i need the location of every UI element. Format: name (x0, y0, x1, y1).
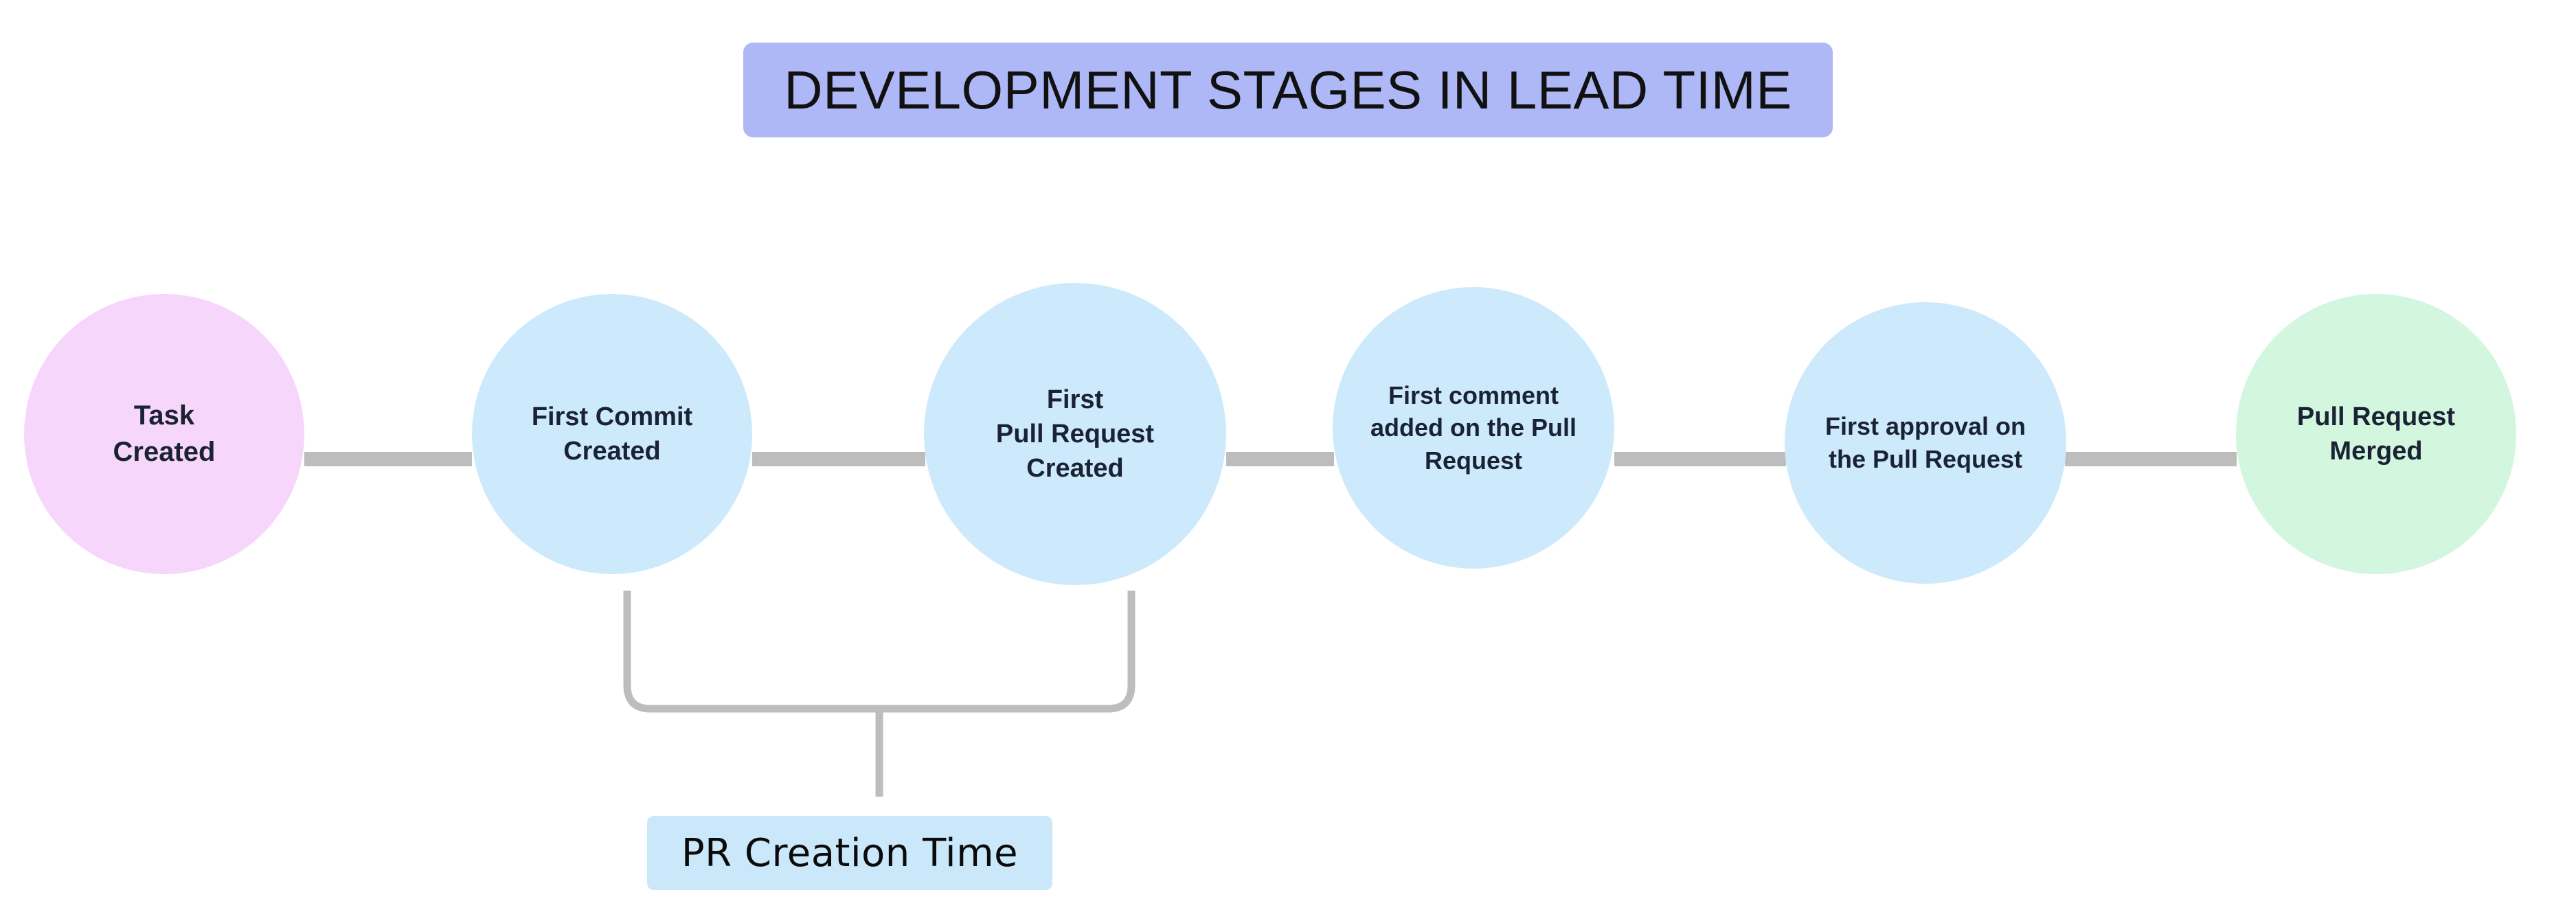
node-first-comment-added[interactable]: First comment added on the Pull Request (1333, 287, 1614, 569)
annotation-bracket (623, 591, 1136, 797)
connector-comment-to-approval (1614, 452, 1786, 466)
page-title: DEVELOPMENT STAGES IN LEAD TIME (784, 60, 1792, 120)
node-label: First Commit Created (531, 402, 693, 466)
node-label: First approval on the Pull Request (1824, 412, 2026, 473)
node-pull-request-merged[interactable]: Pull Request Merged (2236, 294, 2516, 574)
connector-approval-to-merged (2065, 452, 2237, 466)
connector-task-to-commit (304, 452, 472, 466)
node-label: Task Created (113, 400, 216, 467)
node-task-created[interactable]: Task Created (24, 294, 304, 574)
node-first-commit-created[interactable]: First Commit Created (472, 294, 752, 574)
node-label: First Pull Request Created (995, 385, 1155, 483)
node-first-approval[interactable]: First approval on the Pull Request (1785, 302, 2066, 584)
annotation-label: PR Creation Time (681, 830, 1019, 876)
connector-pr-to-comment (1226, 452, 1334, 466)
node-first-pull-request-created[interactable]: First Pull Request Created (924, 283, 1226, 585)
annotation-pr-creation-time[interactable]: PR Creation Time (647, 816, 1052, 890)
node-label: Pull Request Merged (2296, 402, 2456, 466)
diagram-title-banner: DEVELOPMENT STAGES IN LEAD TIME (743, 43, 1833, 137)
node-label: First comment added on the Pull Request (1370, 380, 1577, 475)
connector-commit-to-pr (752, 452, 925, 466)
